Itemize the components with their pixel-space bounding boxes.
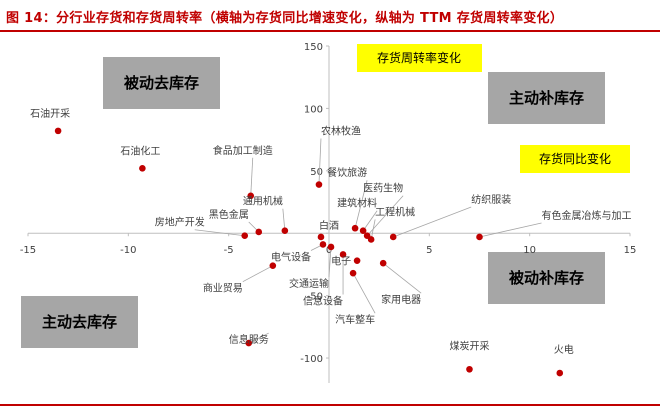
data-point-label: 建筑材料	[337, 197, 377, 210]
leader-line	[352, 272, 376, 314]
quadrant-label-bottom-right: 被动补库存	[509, 269, 584, 287]
leader-line	[318, 138, 322, 185]
data-point	[315, 181, 323, 188]
data-point-label: 石油化工	[120, 144, 160, 157]
data-point-label: 煤炭开采	[449, 339, 489, 352]
x-axis-title: 存货同比变化	[539, 151, 611, 166]
x-tick-label: -10	[120, 245, 136, 256]
y-tick-label: 100	[304, 104, 323, 115]
data-point-label: 通用机械	[243, 195, 283, 208]
data-point-label: 交通运输	[289, 277, 329, 290]
leader-line	[382, 262, 422, 294]
data-point-label: 信息服务	[229, 333, 269, 346]
y-axis-title: 存货周转率变化	[377, 50, 461, 65]
bottom-divider	[0, 404, 660, 406]
x-tick-label: 15	[624, 245, 637, 256]
leader-line	[282, 208, 286, 231]
leader-line	[479, 222, 542, 238]
quadrant-box-bottom-left	[21, 296, 138, 348]
leader-line	[242, 265, 274, 283]
data-point-label: 火电	[554, 343, 574, 356]
leader-line	[370, 219, 376, 240]
quadrant-box-top-left	[103, 57, 220, 109]
quadrant-label-bottom-left: 主动去库存	[42, 313, 117, 331]
data-point	[54, 127, 62, 135]
data-point-label: 医药生物	[363, 182, 403, 195]
data-point-label: 餐饮旅游	[327, 166, 367, 179]
leader-line	[362, 210, 378, 231]
quadrant-label-top-right: 主动补库存	[509, 89, 584, 107]
data-point-label: 电气设备	[271, 250, 311, 263]
data-point-label: 房地产开发	[155, 216, 205, 229]
data-point-label: 工程机械	[375, 205, 415, 218]
data-point	[367, 236, 375, 243]
x-tick-label: 10	[523, 245, 536, 256]
data-point	[269, 262, 277, 269]
data-point	[476, 233, 483, 241]
data-point	[255, 228, 263, 236]
data-point-label: 白酒	[319, 219, 339, 232]
leader-line	[250, 157, 254, 196]
quadrant-box-bottom-right	[488, 252, 605, 304]
leader-line	[194, 229, 245, 237]
data-point	[359, 227, 367, 235]
leader-line	[248, 332, 269, 344]
data-point	[317, 233, 325, 241]
data-point-label: 食品加工制造	[213, 144, 273, 157]
leader-line	[328, 246, 332, 277]
data-point	[245, 339, 253, 347]
quadrant-box-top-right	[488, 72, 605, 124]
data-point	[241, 232, 249, 240]
data-point-label: 汽车整车	[335, 313, 375, 326]
data-point	[389, 233, 397, 241]
data-point-label: 商业贸易	[203, 282, 243, 295]
quadrant-label-top-left: 被动去库存	[124, 74, 199, 92]
data-point-label: 信息设备	[303, 294, 343, 307]
y-tick-label: 50	[310, 167, 323, 178]
data-point	[247, 192, 255, 200]
data-point	[281, 227, 289, 235]
x-axis-title-box	[520, 145, 630, 173]
x-tick-label: -15	[20, 245, 36, 256]
data-point	[556, 369, 564, 377]
title-divider	[0, 30, 660, 32]
title-bar: 图 14：分行业存货和存货周转率（横轴为存货同比增速变化，纵轴为 TTM 存货周…	[0, 0, 660, 30]
data-point	[327, 243, 335, 251]
data-point-label: 电子	[331, 255, 351, 268]
y-tick-label: 150	[304, 42, 323, 53]
x-tick-label: -5	[224, 245, 234, 256]
leader-line	[393, 206, 472, 238]
figure-title: 图 14：分行业存货和存货周转率（横轴为存货同比增速变化，纵轴为 TTM 存货周…	[6, 11, 564, 26]
x-tick-label: 5	[426, 245, 432, 256]
y-tick-label: -100	[300, 354, 323, 365]
data-point-label: 有色金属冶炼与加工	[542, 209, 632, 222]
data-point	[349, 269, 357, 277]
y-axis-title-box	[357, 44, 482, 72]
data-point	[319, 241, 327, 248]
data-point-label: 石油开采	[30, 107, 70, 120]
data-point	[379, 259, 387, 267]
data-point	[353, 257, 361, 264]
data-point	[139, 165, 146, 172]
data-point-label: 农林牧渔	[321, 125, 361, 138]
y-tick-label: -50	[307, 292, 323, 303]
data-point-label: 纺织服装	[471, 193, 511, 206]
data-point	[351, 224, 359, 232]
data-point-label: 黑色金属	[209, 208, 249, 221]
x-tick-label: 0	[326, 245, 332, 256]
data-point	[466, 365, 473, 373]
leader-line	[354, 180, 368, 229]
data-point-label: 家用电器	[381, 293, 421, 306]
data-point	[339, 251, 347, 258]
